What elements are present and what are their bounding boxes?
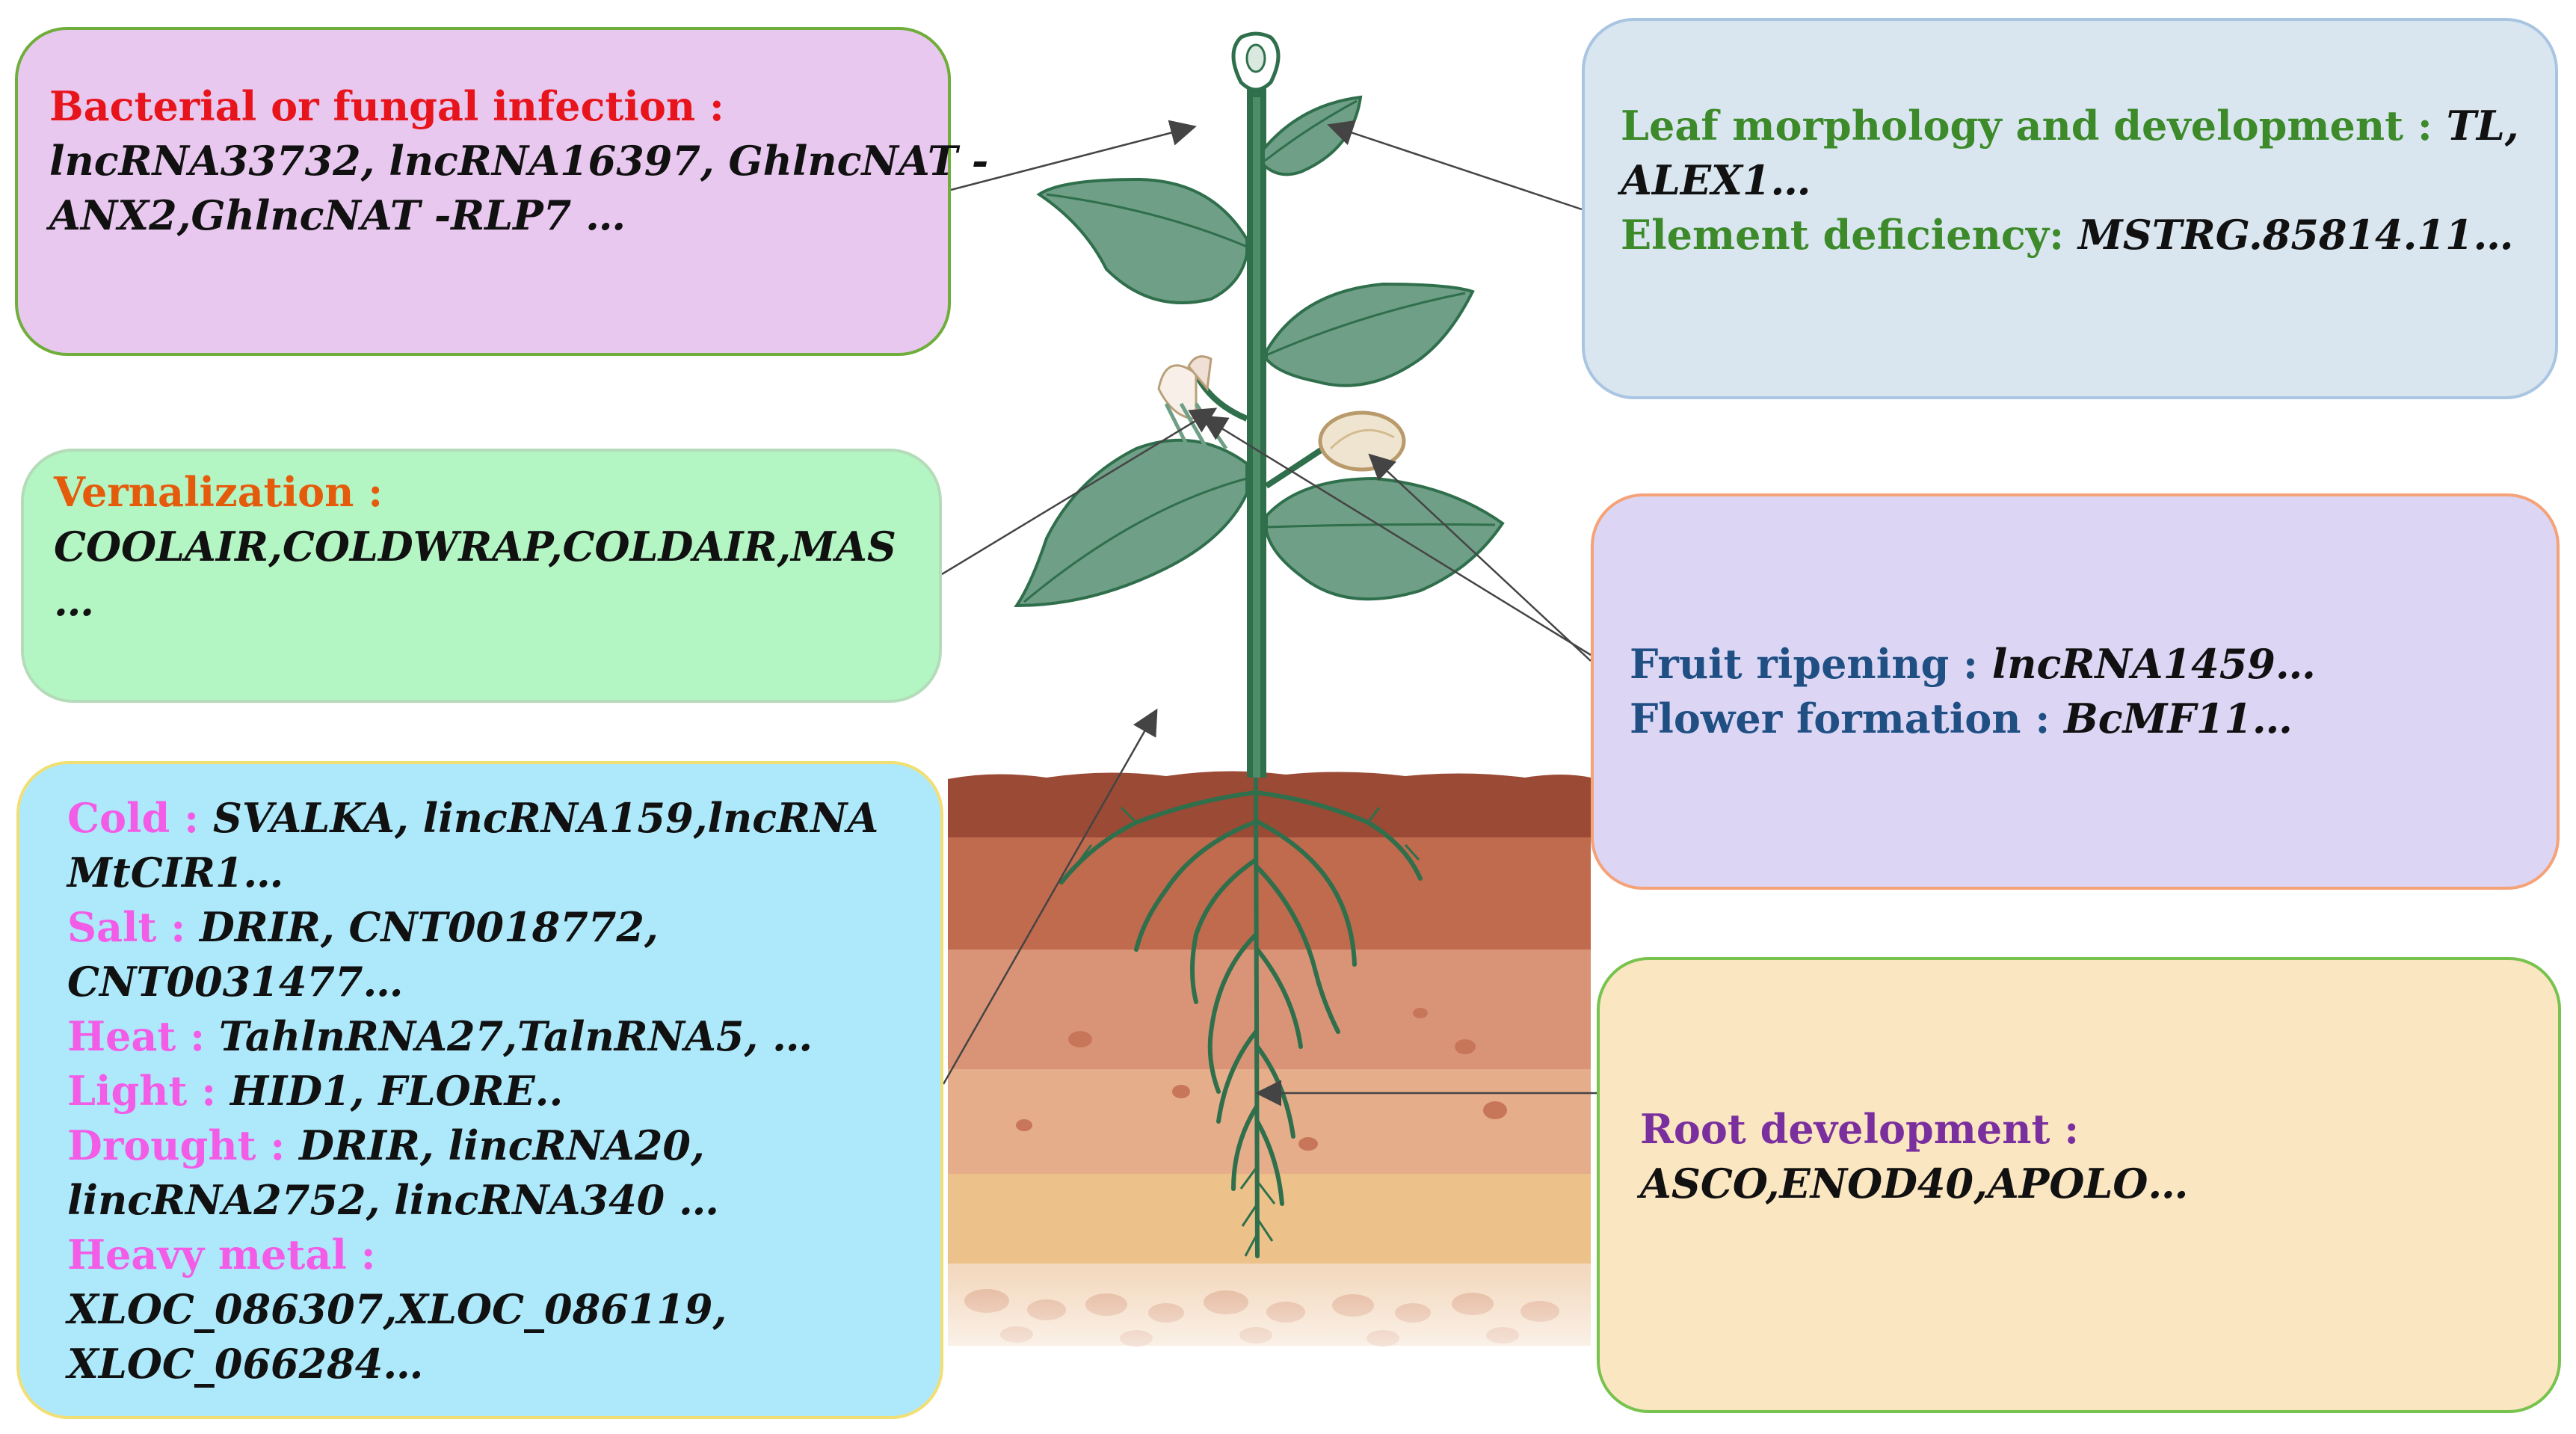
infection-line-2: ANX2,GhlncNAT -RLP7 … xyxy=(49,191,626,239)
leaves xyxy=(1014,95,1505,608)
arrow-leaf xyxy=(1327,120,1583,211)
heat-row: Heat : TahlnRNA27,TalnRNA5, … xyxy=(67,1009,878,1064)
vernalization-label: Vernalization : xyxy=(54,468,383,516)
leaf-text: Leaf morphology and development : TL, AL… xyxy=(1621,99,2519,262)
salt-label: Salt : xyxy=(67,903,186,951)
leaf-lower-right xyxy=(1265,476,1505,601)
root-line-1: ASCO,ENOD40,APOLO… xyxy=(1640,1160,2189,1207)
light-label: Light : xyxy=(67,1067,217,1115)
heavy-metal-line-2: XLOC_066284… xyxy=(67,1340,424,1388)
seed-right xyxy=(1318,410,1406,472)
leaf-upper-left xyxy=(1036,177,1248,304)
drought-line-2: lincRNA2752, lincRNA340 … xyxy=(67,1176,720,1224)
soil-layer-3 xyxy=(948,950,1591,1077)
root-text: Root development : ASCO,ENOD40,APOLO… xyxy=(1640,1102,2188,1211)
soil-layers xyxy=(948,771,1591,1391)
ripening-row: Fruit ripening : lncRNA1459… xyxy=(1630,637,2316,692)
abiotic-stress-text: Cold : SVALKA, lincRNA159,lncRNA MtCIR1…… xyxy=(67,791,878,1391)
roots xyxy=(1059,775,1423,1258)
drought-line-1: DRIR, lincRNA20, xyxy=(299,1121,705,1169)
leaf-label: Leaf morphology and development : xyxy=(1621,102,2432,150)
deficiency-row: Element deficiency: MSTRG.85814.11… xyxy=(1621,208,2519,262)
ripening-line: lncRNA1459… xyxy=(1991,640,2316,688)
soil-layer-2 xyxy=(948,837,1591,957)
salt-line-2: CNT0031477… xyxy=(67,958,404,1006)
infection-line-1: lncRNA33732, lncRNA16397, GhlncNAT - xyxy=(49,137,989,185)
salt-line-1: DRIR, CNT0018772, xyxy=(200,903,659,951)
drought-row: Drought : DRIR, lincRNA20, xyxy=(67,1118,878,1173)
flower-left xyxy=(1157,355,1228,465)
heavy-metal-label: Heavy metal : xyxy=(67,1231,376,1278)
drought-label: Drought : xyxy=(67,1121,286,1169)
ripening-label: Fruit ripening : xyxy=(1630,640,1978,688)
leaf-top-right xyxy=(1262,95,1363,176)
arrow-flower xyxy=(1368,453,1591,662)
stem xyxy=(1193,60,1325,778)
root-hairs xyxy=(1079,806,1420,1257)
leaf-line-1: TL, xyxy=(2446,102,2519,150)
leaf-mid-right xyxy=(1265,282,1475,387)
cold-line-1: SVALKA, lincRNA159,lncRNA xyxy=(212,794,879,842)
infection-text: Bacterial or fungal infection : lncRNA33… xyxy=(49,79,988,243)
cold-row: Cold : SVALKA, lincRNA159,lncRNA xyxy=(67,791,878,846)
abiotic-stress-box xyxy=(16,761,943,1419)
arrow-fruit xyxy=(1200,415,1591,656)
fruit-flower-box xyxy=(1591,493,2560,890)
arrow-vernalization xyxy=(941,407,1218,576)
light-row: Light : HID1, FLORE.. xyxy=(67,1064,878,1118)
salt-row: Salt : DRIR, CNT0018772, xyxy=(67,900,878,955)
vernalization-line-1: COOLAIR,COLDWRAP,COLDAIR,MAS xyxy=(54,523,896,570)
vernalization-line-2: … xyxy=(54,577,94,625)
deficiency-label: Element deficiency: xyxy=(1621,211,2065,259)
flower-line: BcMF11… xyxy=(2064,695,2293,742)
light-line-1: HID1, FLORE.. xyxy=(230,1067,564,1115)
vernalization-text: Vernalization : COOLAIR,COLDWRAP,COLDAIR… xyxy=(54,465,896,629)
root-box xyxy=(1597,957,2561,1413)
arrow-abiotic xyxy=(942,708,1158,1085)
soil-top-layer xyxy=(948,771,1591,852)
soil-fade xyxy=(948,1271,1591,1391)
leaf-line-2: ALEX1… xyxy=(1621,156,1811,204)
flower-row: Flower formation : BcMF11… xyxy=(1630,692,2316,746)
leaf-row: Leaf morphology and development : TL, xyxy=(1621,99,2519,153)
flower-bud xyxy=(1231,31,1281,92)
heavy-metal-line-1: XLOC_086307,XLOC_086119, xyxy=(67,1285,727,1333)
arrow-infection xyxy=(950,120,1197,191)
vernalization-box xyxy=(21,449,942,703)
soil-layer-4 xyxy=(948,1069,1591,1181)
infection-box xyxy=(15,27,951,356)
cold-label: Cold : xyxy=(67,794,200,842)
cold-line-2: MtCIR1… xyxy=(67,849,284,896)
soil-layer-5 xyxy=(948,1174,1591,1271)
heat-line-1: TahlnRNA27,TalnRNA5, … xyxy=(218,1012,813,1060)
infection-label: Bacterial or fungal infection : xyxy=(49,82,724,130)
fruit-flower-text: Fruit ripening : lncRNA1459… Flower form… xyxy=(1630,637,2316,746)
leaf-box xyxy=(1582,18,2558,399)
heat-label: Heat : xyxy=(67,1012,206,1060)
flower-label: Flower formation : xyxy=(1630,695,2050,742)
arrows xyxy=(941,120,1597,1107)
deficiency-line: MSTRG.85814.11… xyxy=(2077,211,2514,259)
soil-stones xyxy=(1016,1008,1507,1151)
root-label: Root development : xyxy=(1640,1105,2080,1153)
leaf-veins xyxy=(1023,99,1496,603)
